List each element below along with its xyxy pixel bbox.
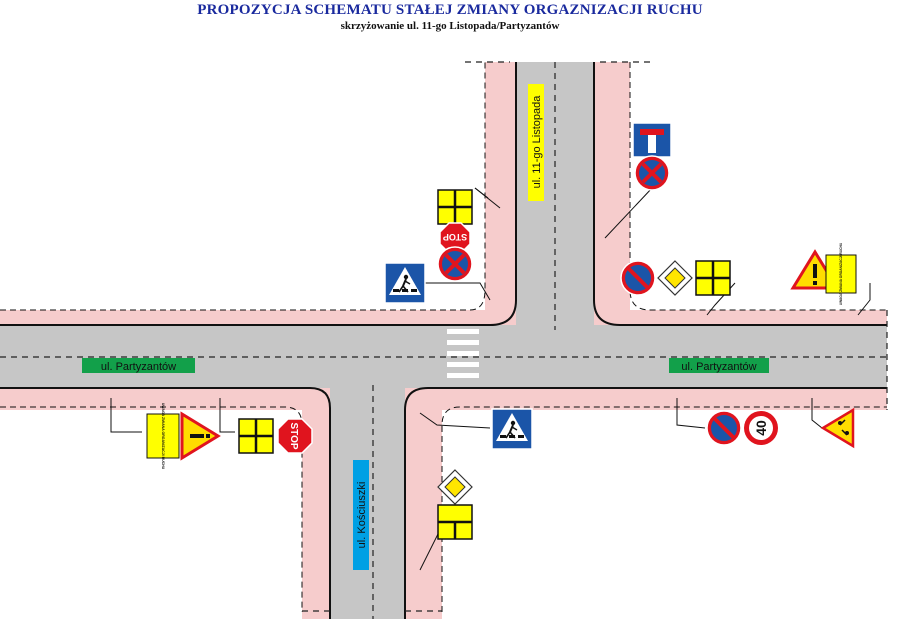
sign-leader-lines	[110, 186, 871, 571]
speed-limit-sign-icon: 40	[744, 411, 778, 445]
page-subtitle: skrzyżowanie ul. 11-go Listopada/Partyza…	[340, 20, 560, 32]
svg-text:STOP: STOP	[443, 232, 467, 242]
page-title: PROPOZYCJA SCHEMATU STAŁEJ ZMIANY ORGAZN…	[197, 2, 703, 18]
svg-text:ul. Partyzantów: ul. Partyzantów	[101, 361, 176, 373]
no-parking-sign-icon	[619, 259, 657, 297]
street-label-west: ul. Partyzantów	[82, 358, 195, 373]
stop-sign-icon: STOP	[277, 418, 313, 454]
no-stopping-sign-icon	[436, 245, 474, 283]
children-warning-sign-icon	[820, 407, 855, 449]
street-label-north: ul. 11-go Listopada	[528, 84, 544, 201]
zebra-crossing	[447, 329, 479, 378]
sign-group-ne: UWAGA ZMIANA ORGANIZACJI RUCHU	[619, 122, 857, 305]
intersection-plate-icon	[237, 417, 275, 455]
priority-road-sign-icon	[657, 260, 693, 296]
svg-text:STOP: STOP	[288, 422, 299, 449]
curb-lines	[0, 62, 887, 619]
svg-text:ul. 11-go Listopada: ul. 11-go Listopada	[531, 95, 543, 189]
sign-group-sw: UWAGA ZMIANA ORGANIZACJI RUCHU STOP	[146, 403, 313, 470]
lane-lines	[0, 61, 888, 619]
svg-text:ul. Kościuszki: ul. Kościuszki	[356, 482, 368, 549]
warning-plate: UWAGA ZMIANA ORGANIZACJI RUCHU	[146, 403, 180, 470]
pedestrian-crossing-sign-icon	[491, 408, 533, 450]
intersection-plate-icon	[694, 259, 732, 297]
street-label-south: ul. Kościuszki	[353, 460, 369, 570]
warning-plate: UWAGA ZMIANA ORGANIZACJI RUCHU	[825, 242, 857, 305]
priority-road-sign-icon	[437, 469, 473, 505]
no-stopping-sign-icon	[633, 154, 671, 192]
no-parking-sign-icon	[705, 409, 743, 447]
pedestrian-crossing-sign-icon	[384, 262, 426, 304]
intersection-plate-icon	[436, 188, 474, 226]
street-label-east: ul. Partyzantów	[669, 358, 769, 373]
sign-group-se: 40	[436, 407, 855, 541]
svg-text:UWAGA ZMIANA ORGANIZACJI RUCHU: UWAGA ZMIANA ORGANIZACJI RUCHU	[161, 403, 165, 470]
svg-text:ul. Partyzantów: ul. Partyzantów	[681, 361, 756, 373]
intersection-plate-icon	[436, 503, 474, 541]
sign-group-nw: STOP	[384, 188, 474, 304]
svg-text:40: 40	[753, 420, 769, 436]
dead-end-sign-icon	[632, 122, 672, 158]
warning-change-sign-icon	[180, 411, 221, 461]
svg-text:UWAGA ZMIANA ORGANIZACJI RUCHU: UWAGA ZMIANA ORGANIZACJI RUCHU	[839, 242, 843, 305]
